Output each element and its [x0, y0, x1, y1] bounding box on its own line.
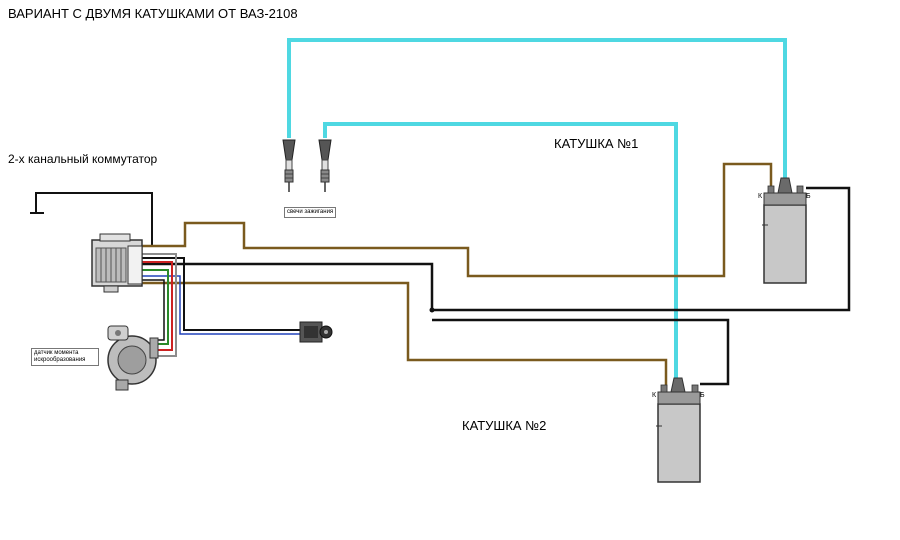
spark-plug-1: [282, 139, 296, 192]
hall-sensor: [107, 325, 159, 391]
coil1-terminal-b: Б: [806, 193, 811, 200]
hv-wire-coil2: [323, 122, 678, 378]
coil-1: [762, 177, 807, 284]
red-wire-sensor: [142, 261, 173, 351]
black-wire-supply: [142, 186, 851, 312]
coil2-label: КАТУШКА №2: [462, 418, 547, 433]
coil2-terminal-b: Б: [700, 392, 705, 399]
spark-plugs-label: свечи зажигания: [284, 207, 337, 218]
spark-plug-2: [318, 139, 332, 192]
green-wire-sensor: [142, 269, 169, 345]
junction-dot: [429, 307, 435, 313]
black-wire-switch: [142, 257, 300, 331]
diagram-title: ВАРИАНТ С ДВУМЯ КАТУШКАМИ ОТ ВАЗ-2108: [8, 6, 298, 21]
hv-wire-coil1: [287, 38, 787, 178]
blue-wire-switch: [142, 275, 300, 335]
commutator: [91, 233, 143, 293]
commutator-label: 2-х канальный коммутатор: [8, 152, 158, 166]
brown-wire-coil2: [142, 281, 668, 392]
black-wire-coil2: [432, 318, 730, 386]
black-wire-sensor: [142, 279, 165, 341]
switch-connector: [299, 321, 333, 343]
sensor-label: датчик момента искрообразования: [31, 348, 99, 366]
coil1-terminal-k: К: [758, 193, 763, 200]
coil1-label: КАТУШКА №1: [554, 136, 639, 151]
coil2-terminal-k: К: [652, 392, 657, 399]
ground-wire: [35, 192, 153, 246]
gray-wire-sensor: [142, 253, 177, 357]
brown-wire-coil1: [142, 162, 773, 278]
coil-2: [656, 377, 701, 483]
